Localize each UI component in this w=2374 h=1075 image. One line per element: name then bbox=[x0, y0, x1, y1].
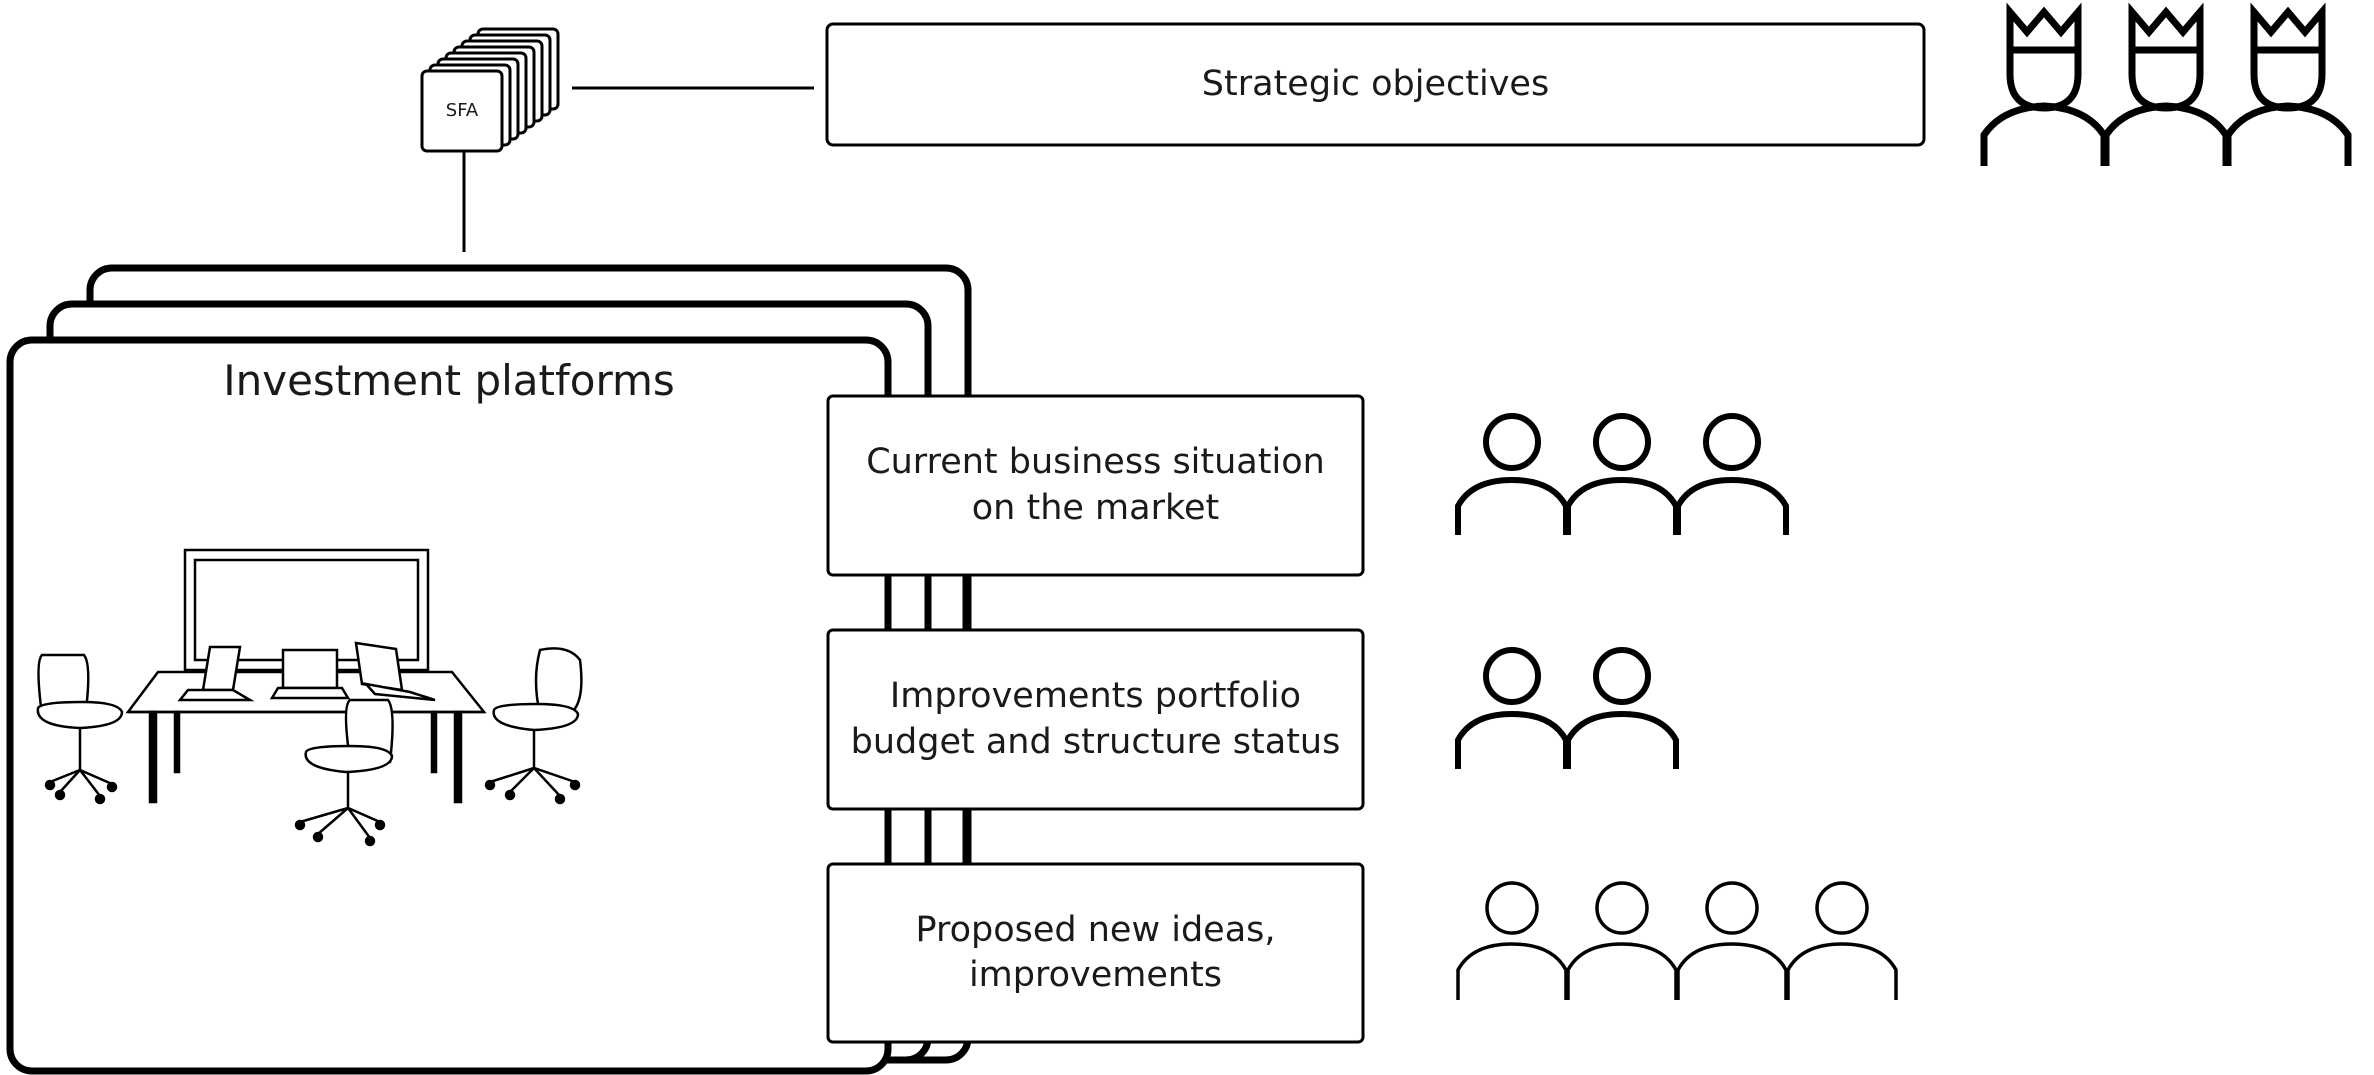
step-box-budget bbox=[826, 628, 1365, 811]
audience-group-market bbox=[1455, 413, 1789, 535]
person-icon bbox=[1565, 413, 1679, 535]
meeting-room-icon bbox=[36, 548, 583, 847]
crowned-person-icon bbox=[1980, 2, 2108, 166]
person-icon bbox=[1565, 647, 1679, 769]
step-box-ideas bbox=[826, 862, 1365, 1044]
person-icon bbox=[1455, 647, 1569, 769]
person-icon bbox=[1786, 881, 1898, 1000]
step-box-market bbox=[826, 394, 1365, 577]
leaders-group bbox=[1980, 2, 2352, 166]
person-icon bbox=[1566, 881, 1678, 1000]
person-icon bbox=[1675, 413, 1789, 535]
strategic-objectives-label: Strategic objectives bbox=[1201, 63, 1550, 104]
sfa-label: SFA bbox=[445, 100, 479, 122]
sfa-document-stack-icon bbox=[420, 27, 560, 153]
step-label-budget: Improvements portfolio budget and struct… bbox=[850, 676, 1341, 762]
audience-group-budget bbox=[1455, 647, 1679, 769]
crowned-person-icon bbox=[2224, 2, 2352, 166]
person-icon bbox=[1676, 881, 1788, 1000]
person-icon bbox=[1455, 413, 1569, 535]
audience-group-ideas bbox=[1456, 881, 1898, 1000]
strategic-objectives-box bbox=[825, 22, 1926, 147]
crowned-person-icon bbox=[2102, 2, 2230, 166]
investment-platforms-stack bbox=[6, 264, 972, 1075]
step-connector-rails bbox=[884, 575, 970, 864]
person-icon bbox=[1456, 881, 1568, 1000]
investment-platforms-title: Investment platforms bbox=[223, 355, 675, 405]
step-label-market: Current business situation on the market bbox=[866, 442, 1325, 528]
step-label-ideas: Proposed new ideas, improvements bbox=[915, 909, 1276, 996]
